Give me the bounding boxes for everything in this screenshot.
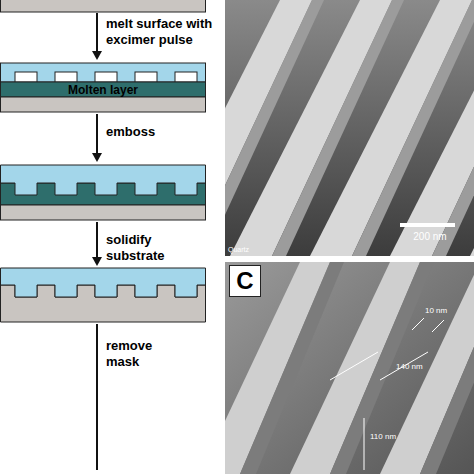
node-text: Molten layer	[68, 84, 138, 96]
step-label: melt surface with excimer pulse	[106, 16, 224, 47]
molten-layer-band: Molten layer	[1, 82, 205, 97]
sem-image	[412, 318, 424, 330]
molten-stage	[1, 82, 206, 97]
sem-image	[330, 352, 378, 380]
process-arrow	[96, 13, 98, 52]
substrate-stage	[1, 0, 206, 12]
process-arrow	[92, 153, 102, 162]
node-text: C	[236, 269, 253, 293]
substrate-stage	[1, 0, 206, 12]
solidify-stage	[1, 268, 206, 297]
process-arrow	[92, 222, 102, 266]
sem-image	[225, 0, 474, 256]
sem-image	[240, 262, 474, 474]
sem-image	[380, 262, 474, 474]
sem-image	[225, 0, 324, 256]
step-label: solidify substrate	[106, 232, 176, 263]
dimension-label: 10 nm	[425, 306, 465, 316]
emboss-stage	[1, 165, 206, 220]
sem-image	[225, 262, 474, 474]
step-label: remove mask	[106, 338, 166, 369]
scale-label: 200 nm	[405, 231, 455, 243]
sem-image	[225, 0, 474, 256]
molten-stage	[1, 63, 206, 112]
process-arrow	[96, 324, 98, 470]
molten-stage	[1, 97, 206, 112]
sem-image	[400, 223, 455, 227]
sem-image	[272, 0, 404, 256]
sem-image	[420, 262, 474, 474]
sem-image	[225, 0, 474, 256]
process-arrow	[92, 51, 102, 60]
process-arrow	[96, 222, 98, 258]
molten-stage	[95, 72, 117, 82]
molten-stage	[135, 72, 157, 82]
molten-stage	[55, 72, 77, 82]
process-arrow	[92, 114, 102, 162]
process-arrow	[92, 257, 102, 266]
sem-image	[432, 320, 444, 332]
molten-stage	[15, 72, 37, 82]
sample-label: Quartz	[228, 246, 268, 254]
process-arrow	[97, 324, 98, 470]
solidify-stage	[1, 268, 206, 322]
dimension-label: 110 nm	[370, 432, 410, 442]
dimension-label: 140 nm	[396, 362, 436, 372]
emboss-stage	[1, 165, 206, 195]
process-arrow	[92, 13, 102, 60]
sem-image	[330, 318, 444, 470]
sem-image	[364, 418, 365, 470]
molten-stage	[1, 63, 206, 82]
process-arrow	[96, 114, 98, 154]
sem-image	[470, 0, 474, 256]
sem-image	[432, 0, 474, 256]
emboss-stage	[1, 205, 206, 220]
panel-letter-box: C	[229, 265, 261, 297]
molten-stage	[175, 72, 197, 82]
step-label: emboss	[106, 124, 186, 140]
